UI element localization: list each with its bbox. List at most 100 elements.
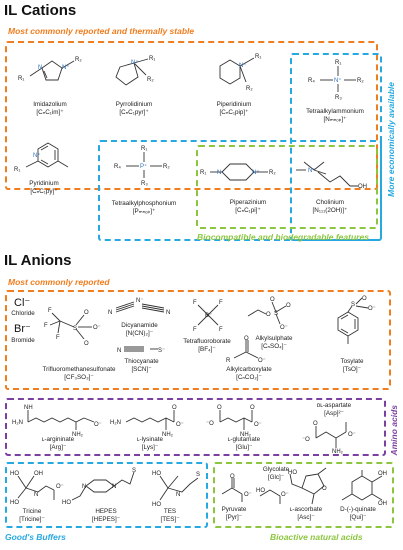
thiocyanate-abbr: [SCN]⁻ xyxy=(131,366,152,373)
glutamate-abbr: [Glu]⁻ xyxy=(235,444,253,451)
svg-text:O: O xyxy=(250,405,255,411)
tetraalkylammonium-name: Tetraalkylammonium xyxy=(306,108,364,115)
tricine-name: Tricine xyxy=(22,508,42,515)
svg-text:S: S xyxy=(73,326,77,332)
anions-heading: IL Anions xyxy=(4,252,72,269)
svg-text:N⁺: N⁺ xyxy=(308,167,316,174)
svg-text:O⁻: O⁻ xyxy=(94,422,102,428)
anions-common-box xyxy=(5,290,391,390)
imidazolium-name: Imidazolium xyxy=(33,101,67,108)
tosylate-structure: SOO⁻ xyxy=(308,296,376,350)
svg-text:R₁: R₁ xyxy=(255,54,261,60)
svg-text:HO: HO xyxy=(256,488,265,494)
thiocyanate-name: Thiocyanate xyxy=(124,358,159,365)
svg-text:R₂: R₂ xyxy=(246,86,253,92)
svg-text:HO: HO xyxy=(62,500,71,506)
amino-acids-caption: Amino acids xyxy=(389,405,399,456)
svg-text:O: O xyxy=(313,421,318,427)
glycolate-structure: HOO⁻ xyxy=(256,488,289,506)
tosylate-abbr: [TsO]⁻ xyxy=(342,366,362,373)
svg-text:R₃: R₃ xyxy=(335,95,342,101)
economic-box-lower xyxy=(98,140,382,241)
tosylate-name: Tosylate xyxy=(340,358,364,365)
pyruvate-name: Pyruvate xyxy=(221,506,247,513)
hepes-name: HEPES xyxy=(95,508,117,515)
svg-text:P⁺: P⁺ xyxy=(140,163,147,170)
svg-text:R: R xyxy=(226,358,231,364)
svg-text:F: F xyxy=(219,300,223,306)
tetraalkylammonium-abbr: [Nₘₙₒₚ]⁺ xyxy=(323,116,347,123)
svg-text:N: N xyxy=(176,492,180,498)
triflate-abbr: [CF₃SO₃]⁻ xyxy=(64,374,94,381)
svg-text:F: F xyxy=(48,308,52,314)
pyrrolidinium-abbr: [CₙC₁pyr]⁺ xyxy=(119,109,149,116)
economic-caption: More economically available xyxy=(386,82,396,197)
glycolate-abbr: [Glc]⁻ xyxy=(267,474,285,481)
svg-text:N: N xyxy=(166,310,170,316)
svg-text:F: F xyxy=(56,335,60,341)
svg-text:O: O xyxy=(217,405,222,411)
pyruvate-structure: OO⁻ xyxy=(216,474,252,504)
tetraalkylphosphonium-abbr: [Pₘₙₒₚ]⁺ xyxy=(132,208,156,215)
svg-text:NH₂: NH₂ xyxy=(240,432,252,438)
alkylcarboxylate-structure: OO⁻R xyxy=(226,336,266,364)
hepes-abbr: [HEPES]⁻ xyxy=(91,516,121,523)
tricine-abbr: [Tricine]⁻ xyxy=(19,516,45,523)
ascorbate-structure: OHO xyxy=(288,466,327,506)
svg-text:S: S xyxy=(351,302,355,308)
svg-text:R₃: R₃ xyxy=(141,181,148,187)
svg-text:OH: OH xyxy=(358,184,367,190)
alkylsulphate-abbr: [CₙSO₄]⁻ xyxy=(261,343,287,350)
quinate-name: D-(-)-quinate xyxy=(340,506,376,513)
svg-text:R₄: R₄ xyxy=(114,164,121,170)
svg-text:R₂: R₂ xyxy=(269,170,276,176)
cations-heading: IL Cations xyxy=(4,2,77,19)
cholinium-name: Cholinium xyxy=(316,199,344,206)
svg-text:N: N xyxy=(217,170,221,176)
alkylcarboxylate-abbr: [CₙCO₂]⁻ xyxy=(236,374,262,381)
svg-text:F: F xyxy=(193,327,197,333)
tetrafluoroborate-name: Tetrafluoroborate xyxy=(183,338,231,345)
pyridinium-name: Pyridinium xyxy=(29,180,59,187)
dicyanamide-abbr: [N(CN)₂]⁻ xyxy=(125,330,154,337)
svg-text:H₂N: H₂N xyxy=(110,420,121,426)
arginate-abbr: [Arg]⁻ xyxy=(49,444,67,451)
svg-text:HO: HO xyxy=(152,471,161,477)
svg-text:HO: HO xyxy=(10,471,19,477)
svg-text:O: O xyxy=(270,297,275,303)
svg-text:N⁻: N⁻ xyxy=(136,298,144,304)
dicyanamide-structure: N⁻ N N xyxy=(108,298,170,316)
quinate-abbr: [Qui]⁻ xyxy=(349,514,367,521)
bromide-name: Bromide xyxy=(11,337,35,344)
svg-text:N: N xyxy=(108,310,112,316)
svg-text:HO: HO xyxy=(288,470,297,476)
arginate-name: ʟ-argininate xyxy=(41,436,75,443)
alkylsulphate-name: Alkylsulphate xyxy=(255,335,293,342)
svg-text:N⁺: N⁺ xyxy=(33,152,41,159)
svg-text:HO: HO xyxy=(152,502,161,508)
ascorbate-name: ʟ-ascorbate xyxy=(289,506,323,513)
piperidinium-name: Piperidinium xyxy=(216,101,252,108)
svg-text:R₁: R₁ xyxy=(18,76,24,82)
svg-text:O: O xyxy=(362,296,367,302)
pyridinium-abbr: [CₙC₁py]⁺ xyxy=(30,188,58,195)
svg-text:O⁻: O⁻ xyxy=(258,358,266,364)
svg-text:N⁺: N⁺ xyxy=(252,169,260,176)
svg-text:N⁺: N⁺ xyxy=(239,62,247,69)
svg-text:F: F xyxy=(193,300,197,306)
tes-abbr: [TES]⁻ xyxy=(160,516,180,523)
aspartate-abbr: [Asp]²⁻ xyxy=(324,410,344,417)
pyridinium-structure: N⁺ R₁ xyxy=(14,135,90,173)
svg-text:R₁: R₁ xyxy=(149,56,155,62)
glutamate-name: ʟ-glutamate xyxy=(227,436,261,443)
svg-text:R₁: R₁ xyxy=(14,167,20,173)
svg-text:N: N xyxy=(112,484,116,490)
